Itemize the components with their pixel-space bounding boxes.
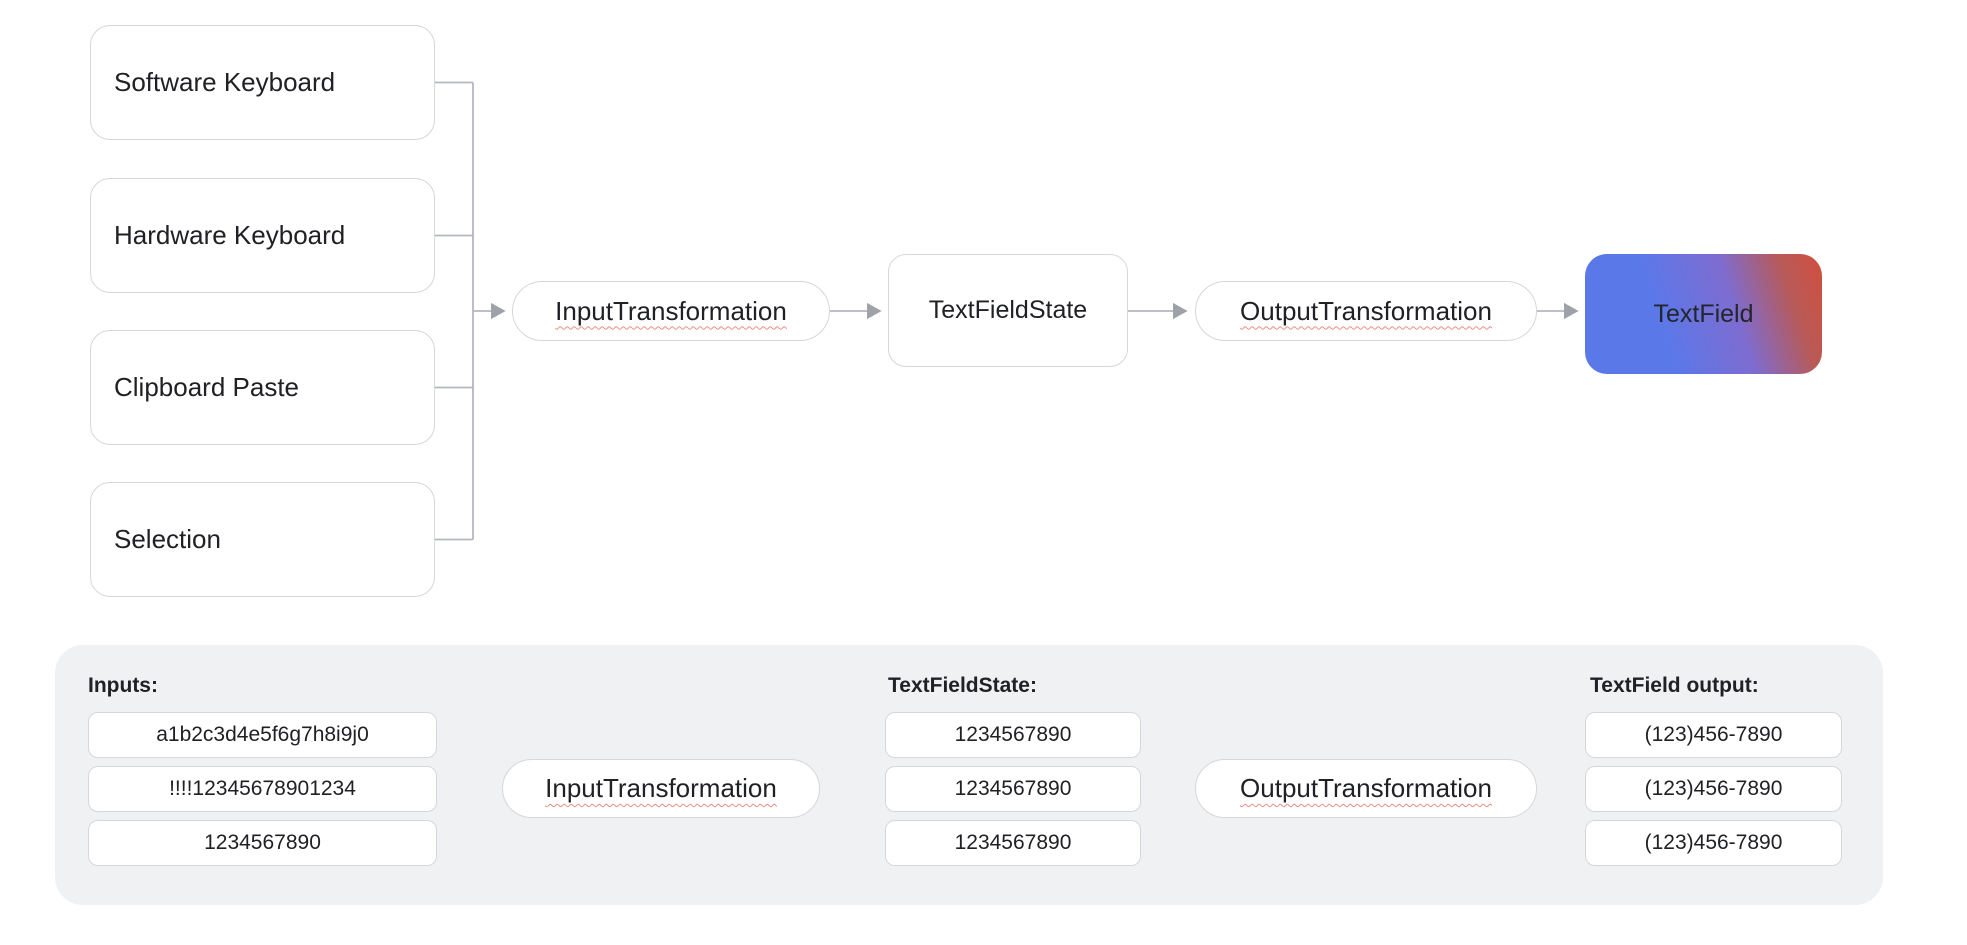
output-value-box: (123)456-7890 <box>1585 712 1842 758</box>
source-box-selection: Selection <box>90 482 435 597</box>
source-box-software-keyboard: Software Keyboard <box>90 25 435 140</box>
input-transformation-label: InputTransformation <box>545 773 777 803</box>
text-field-state-box: TextFieldState <box>888 254 1128 367</box>
input-value-box: !!!!12345678901234 <box>88 766 437 812</box>
source-box-clipboard-paste: Clipboard Paste <box>90 330 435 445</box>
state-value-box: 1234567890 <box>885 766 1141 812</box>
state-value-box: 1234567890 <box>885 712 1141 758</box>
input-transformation-pill: InputTransformation <box>512 281 830 341</box>
output-value-box: (123)456-7890 <box>1585 766 1842 812</box>
text-field-gradient-box: TextField <box>1585 254 1822 374</box>
output-transformation-pill-example: OutputTransformation <box>1195 759 1537 818</box>
text-field-output-label: TextField output: <box>1590 674 1759 697</box>
output-value-box: (123)456-7890 <box>1585 820 1842 866</box>
text-field-state-label: TextFieldState: <box>888 674 1037 697</box>
inputs-label: Inputs: <box>88 674 158 697</box>
input-transformation-label: InputTransformation <box>555 295 787 326</box>
output-transformation-pill: OutputTransformation <box>1195 281 1537 341</box>
output-transformation-label: OutputTransformation <box>1240 295 1492 326</box>
input-transformation-pill-example: InputTransformation <box>502 759 820 818</box>
source-box-hardware-keyboard: Hardware Keyboard <box>90 178 435 293</box>
input-value-box: a1b2c3d4e5f6g7h8i9j0 <box>88 712 437 758</box>
state-value-box: 1234567890 <box>885 820 1141 866</box>
output-transformation-label: OutputTransformation <box>1240 773 1492 803</box>
input-value-box: 1234567890 <box>88 820 437 866</box>
